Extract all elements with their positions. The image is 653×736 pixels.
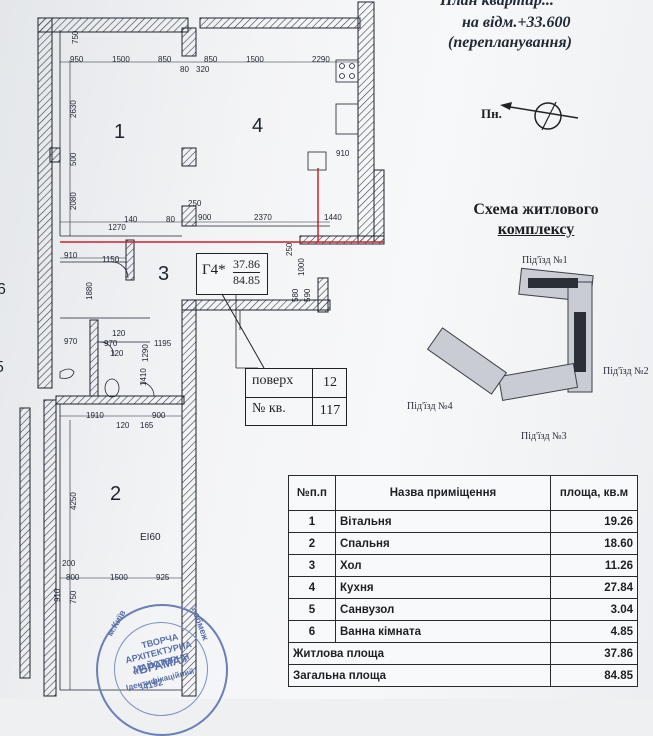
apartment-number-value: 117 <box>312 397 347 425</box>
apartment-floor-plan: 1 4 3 2 6 5 ЕІ60 750 950 1500 850 80 850… <box>0 1 385 697</box>
apartment-number-row: № кв. 117 <box>246 397 346 425</box>
dim: 900 <box>198 213 212 222</box>
north-arrow-icon <box>500 101 579 131</box>
dim: 950 <box>70 55 84 64</box>
table-row: 6 Ванна кімната 4.85 <box>288 620 638 643</box>
dim: 120 <box>112 329 126 338</box>
dim: 1500 <box>112 55 130 64</box>
floor-value: 12 <box>312 369 347 397</box>
plan-title: План квартир... <box>440 0 554 9</box>
entrance-1-label: Під'їзд №1 <box>522 255 568 266</box>
living-area-row: Житлова площа 37.86 <box>288 642 638 665</box>
north-label: Пн. <box>481 106 502 121</box>
total-area-row: Загальна площа 84.85 <box>288 664 638 687</box>
floor-label: поверх <box>252 373 294 388</box>
table-row: 2 Спальня 18.60 <box>288 532 638 555</box>
dim: 1500 <box>246 55 264 64</box>
dim: 1195 <box>154 339 172 348</box>
dim: 580 <box>291 288 300 302</box>
dim: 2370 <box>254 213 272 222</box>
col-header-no: №п.п <box>288 475 336 511</box>
table-row: 1 Вітальня 19.26 <box>288 510 638 533</box>
entrance-2-label: Під'їзд №2 <box>603 366 649 377</box>
dim: 900 <box>152 411 166 420</box>
apartment-code: Г4* <box>202 262 226 278</box>
apartment-number-label: № кв. <box>252 401 286 416</box>
dim: 910 <box>64 251 78 260</box>
col-header-name: Назва приміщення <box>335 475 551 511</box>
col-header-area: площа, кв.м <box>550 475 638 511</box>
entrance-4-label: Під'їзд №4 <box>407 401 453 412</box>
room-area-table: №п.п Назва приміщення площа, кв.м 1 Віта… <box>288 475 638 687</box>
dim: 1270 <box>108 223 126 232</box>
dim: 850 <box>204 55 218 64</box>
table-header-row: №п.п Назва приміщення площа, кв.м <box>288 475 638 511</box>
dim: 2080 <box>69 192 78 210</box>
dim: 120 <box>116 421 130 430</box>
dim: 250 <box>285 242 294 256</box>
dim: 925 <box>156 573 170 582</box>
apartment-info-box: поверх 12 № кв. 117 <box>245 368 347 426</box>
fire-door-mark: ЕІ60 <box>140 532 161 543</box>
room-number-4: 4 <box>252 115 263 137</box>
dim: 200 <box>62 559 76 568</box>
dim: 800 <box>66 573 80 582</box>
entrance-3-label: Під'їзд №3 <box>521 431 567 442</box>
living-area-value: 37.86 <box>233 257 260 273</box>
apartment-code-box: Г4* 37.86 84.85 <box>196 253 268 295</box>
dim: 750 <box>69 590 78 604</box>
apartment-area-fraction: 37.86 84.85 <box>233 257 260 288</box>
dim: 140 <box>124 215 138 224</box>
plan-elevation: на відм.+33.600 <box>462 14 571 31</box>
dim: 120 <box>110 349 124 358</box>
floor-row: поверх 12 <box>246 369 346 398</box>
dim: 1410 <box>139 368 148 386</box>
plan-subtitle: (перепланування) <box>448 34 572 51</box>
room-label-5: 5 <box>0 359 4 376</box>
room-number-3: 3 <box>158 263 169 285</box>
table-row: 3 Хол 11.26 <box>288 554 638 577</box>
dim: 850 <box>158 55 172 64</box>
dim: 80 <box>180 65 189 74</box>
table-row: 5 Санвузол 3.04 <box>288 598 638 621</box>
dim: 80 <box>166 215 175 224</box>
dim: 2290 <box>312 55 330 64</box>
dim: 970 <box>64 337 78 346</box>
dim: 1440 <box>324 213 342 222</box>
dim: 4250 <box>69 492 78 510</box>
room-number-1: 1 <box>114 121 125 143</box>
dim: 1910 <box>86 411 104 420</box>
dim: 320 <box>196 65 210 74</box>
dim: 1150 <box>102 255 120 264</box>
dim: 910 <box>336 149 350 158</box>
complex-scheme-title: Схема житлового комплексу <box>473 201 599 238</box>
dim: 910 <box>53 588 62 602</box>
dim: 1500 <box>110 573 128 582</box>
dim: 165 <box>140 421 154 430</box>
dim: 1290 <box>141 344 150 362</box>
dim: 750 <box>71 30 80 44</box>
dim: 1880 <box>85 282 94 300</box>
total-area-value: 84.85 <box>233 273 260 287</box>
dim: 500 <box>69 152 78 166</box>
table-row: 4 Кухня 27.84 <box>288 576 638 599</box>
dim: 590 <box>303 288 312 302</box>
dim: 1000 <box>297 258 306 276</box>
callout-leader <box>221 293 265 369</box>
dim: 2630 <box>69 100 78 118</box>
room-label-6: 6 <box>0 281 6 298</box>
dim: 970 <box>104 339 118 348</box>
dim: 250 <box>188 199 202 208</box>
room-number-2: 2 <box>110 483 121 505</box>
complex-scheme-map <box>426 267 594 401</box>
architect-stamp: м.Київ з обмеж ТВОРЧА АРХІТЕКТУРНА МАЙСТ… <box>96 604 228 736</box>
